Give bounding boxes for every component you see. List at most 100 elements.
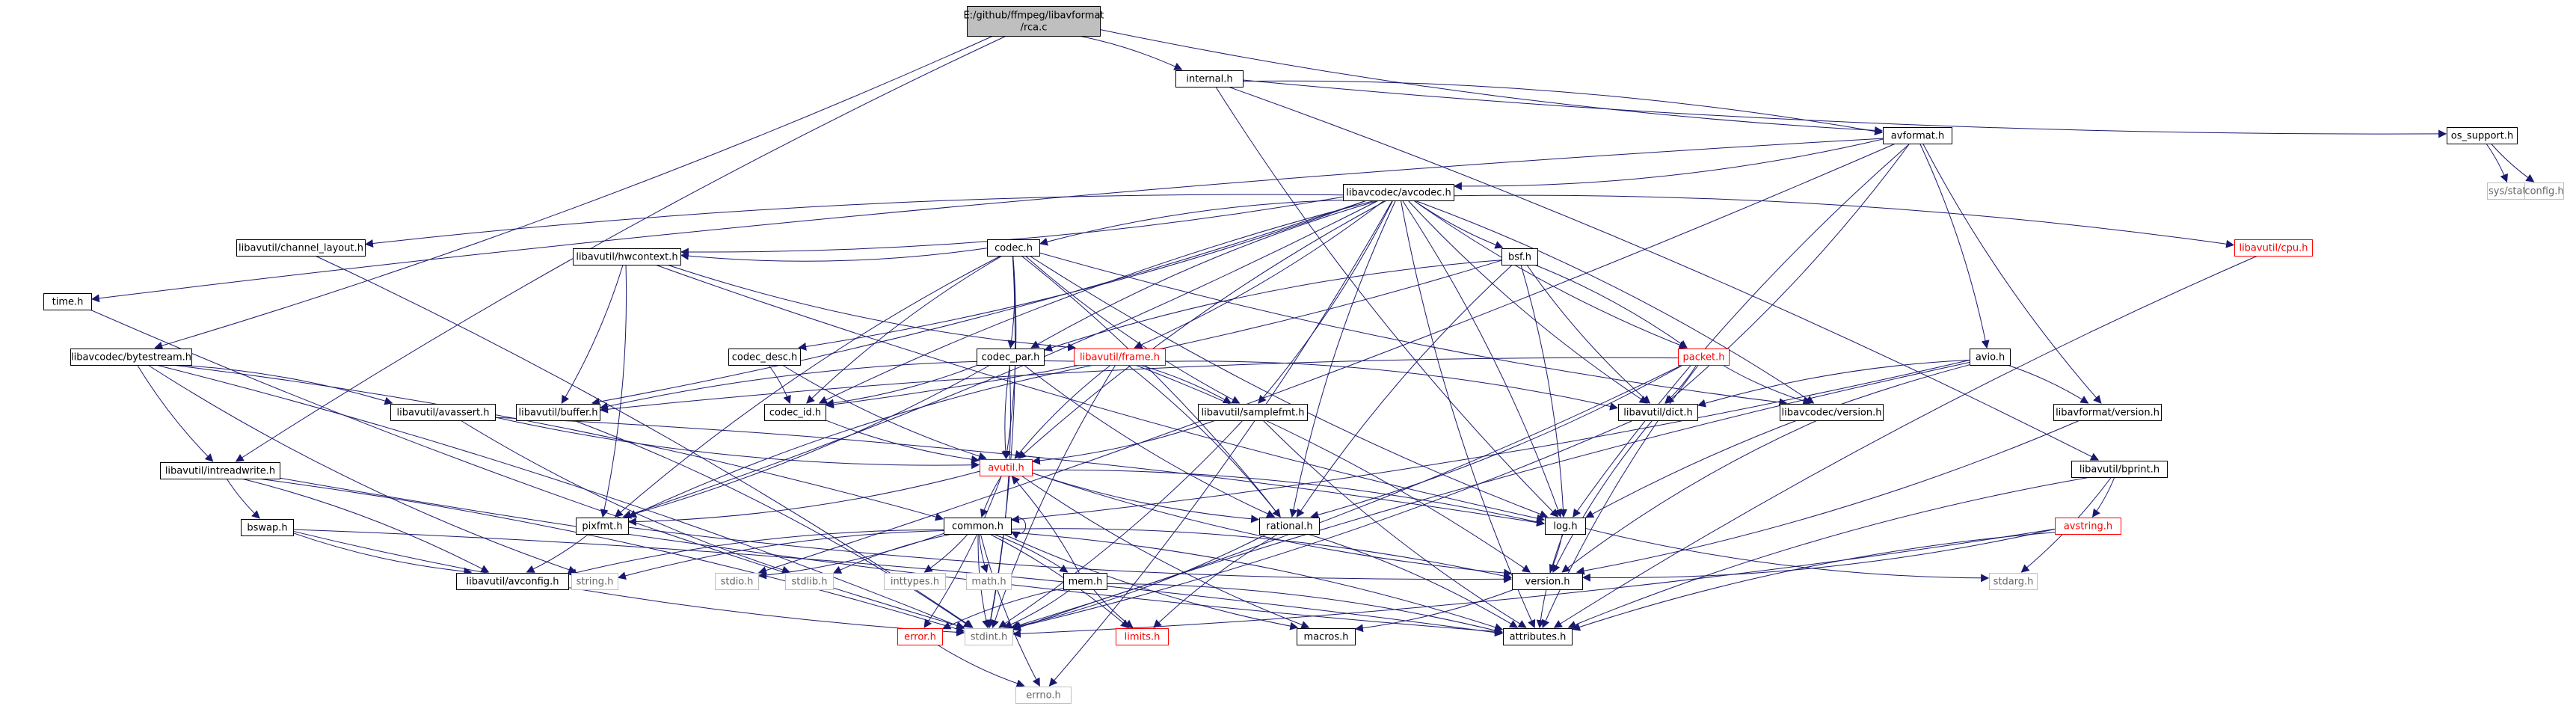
node-os_support[interactable]: os_support.h [2447, 127, 2518, 144]
edge-codec_par-to-pixfmt [622, 364, 991, 519]
edge-bytestream-to-avassert [176, 364, 393, 405]
node-label: errno.h [1026, 690, 1061, 702]
node-time[interactable]: time.h [43, 293, 92, 310]
node-rational[interactable]: rational.h [1259, 518, 1320, 535]
edge-rational-to-attributes [1307, 533, 1519, 628]
edge-version-to-macros [1354, 589, 1515, 633]
node-error[interactable]: error.h [897, 628, 943, 645]
edge-hwcontext-to-log [655, 264, 1546, 523]
node-attributes[interactable]: attributes.h [1503, 628, 1573, 645]
edge-avutil-to-version [1031, 472, 1513, 577]
edge-codec_par-to-rational [1023, 364, 1276, 518]
edge-buffer-to-stdint [573, 420, 972, 628]
edge-common-to-inttypes [923, 533, 968, 573]
node-mem[interactable]: mem.h [1063, 573, 1107, 590]
node-box [456, 573, 569, 590]
node-samplefmt[interactable]: libavutil/samplefmt.h [1198, 404, 1308, 421]
edge-frame-to-buffer [599, 360, 1075, 411]
edge-avformat-to-avformat_version [1922, 143, 2102, 404]
node-internal[interactable]: internal.h [1175, 70, 1244, 88]
node-avconfig[interactable]: libavutil/avconfig.h [456, 573, 569, 590]
edge-bswap-to-stdint [292, 530, 965, 636]
node-pixfmt[interactable]: pixfmt.h [576, 518, 629, 535]
edge-bytestream-to-common [172, 364, 944, 521]
edge-samplefmt-to-attributes [1262, 420, 1527, 628]
node-avformat_version[interactable]: libavformat/version.h [2053, 404, 2162, 421]
edge-internal-to-log [1215, 86, 1559, 518]
node-label: stdlib.h [792, 577, 828, 588]
node-stdlib[interactable]: stdlib.h [785, 573, 834, 590]
node-string[interactable]: string.h [571, 573, 618, 590]
edge-frame-to-samplefmt [1139, 364, 1232, 404]
node-codec_desc[interactable]: codec_desc.h [728, 349, 801, 366]
node-avstring[interactable]: avstring.h [2055, 518, 2121, 535]
edge-intreadwrite-to-bswap [226, 478, 260, 519]
node-label: internal.h [1186, 74, 1232, 85]
node-box [1063, 573, 1107, 590]
node-packet[interactable]: packet.h [1678, 349, 1730, 366]
node-box [43, 293, 92, 310]
node-avcodec_version[interactable]: libavcodec/version.h [1780, 404, 1884, 421]
node-stdio[interactable]: stdio.h [715, 573, 759, 590]
edge-avformat-to-stdio [757, 143, 1896, 574]
nodes-layer: E:/github/ffmpeg/libavformat/rca.cintern… [43, 6, 2564, 704]
node-box [977, 349, 1045, 366]
edge-bsf-to-codec_par [1043, 260, 1502, 352]
node-config[interactable]: config.h [2524, 182, 2564, 200]
node-label: avstring.h [2064, 521, 2112, 532]
node-bprint[interactable]: libavutil/bprint.h [2071, 461, 2168, 478]
node-avio[interactable]: avio.h [1970, 349, 2011, 366]
edge-mem-to-attributes [1106, 583, 1504, 635]
edge-codec_desc-to-codec_id [768, 364, 791, 405]
node-box [884, 573, 946, 590]
node-label: codec_id.h [769, 408, 821, 419]
edge-root-to-intreadwrite [235, 35, 1007, 462]
node-label: common.h [952, 521, 1003, 532]
node-common[interactable]: common.h [944, 518, 1012, 535]
node-bsf[interactable]: bsf.h [1501, 248, 1538, 266]
node-codec_id[interactable]: codec_id.h [764, 404, 826, 421]
node-avcodec[interactable]: libavcodec/avcodec.h [1343, 184, 1454, 201]
node-bswap[interactable]: bswap.h [241, 519, 294, 536]
node-bytestream[interactable]: libavcodec/bytestream.h [70, 349, 192, 366]
node-codec_par[interactable]: codec_par.h [977, 349, 1045, 366]
edge-common-to-mem [993, 533, 1069, 573]
node-dict[interactable]: libavutil/dict.h [1618, 404, 1698, 421]
node-stdint[interactable]: stdint.h [965, 628, 1013, 645]
node-label: avio.h [1976, 352, 2005, 363]
node-intreadwrite[interactable]: libavutil/intreadwrite.h [160, 462, 280, 479]
node-box [728, 349, 801, 366]
edge-bsf-to-codec_id [825, 260, 1502, 409]
node-frame[interactable]: libavutil/frame.h [1074, 349, 1166, 366]
edge-common-to-avconfig [568, 529, 944, 577]
node-macros[interactable]: macros.h [1297, 628, 1356, 645]
node-log[interactable]: log.h [1545, 518, 1586, 535]
node-buffer[interactable]: libavutil/buffer.h [516, 404, 600, 421]
node-stdarg[interactable]: stdarg.h [1989, 573, 2038, 590]
node-errno[interactable]: errno.h [1015, 687, 1072, 704]
node-math[interactable]: math.h [966, 573, 1012, 590]
node-avassert[interactable]: libavutil/avassert.h [390, 404, 496, 421]
node-inttypes[interactable]: inttypes.h [884, 573, 946, 590]
node-version[interactable]: version.h [1512, 573, 1583, 590]
node-channel_layout[interactable]: libavutil/channel_layout.h [236, 239, 366, 257]
node-cpu[interactable]: libavutil/cpu.h [2234, 239, 2313, 257]
edge-avformat-to-log [1573, 143, 1911, 518]
edge-common-to-common [1010, 517, 1027, 539]
edge-codec-to-log [1029, 255, 1549, 518]
node-label: string.h [577, 577, 614, 588]
node-codec[interactable]: codec.h [987, 239, 1040, 257]
edge-avio-to-common [1010, 360, 1970, 524]
node-hwcontext[interactable]: libavutil/hwcontext.h [573, 248, 681, 266]
edge-packet-to-buffer [599, 357, 1679, 414]
node-label: bswap.h [247, 523, 287, 534]
edge-avcodec-to-rational [1289, 200, 1396, 518]
node-avformat[interactable]: avformat.h [1883, 127, 1952, 144]
edge-os_support-to-config [2490, 143, 2535, 182]
edge-codec-to-codec_id [806, 255, 1003, 404]
node-limits[interactable]: limits.h [1116, 628, 1169, 645]
node-avutil[interactable]: avutil.h [980, 459, 1033, 476]
edge-avutil-to-rational [1031, 472, 1260, 524]
node-label: codec.h [995, 243, 1033, 254]
edge-mem-to-avutil [1011, 476, 1080, 574]
